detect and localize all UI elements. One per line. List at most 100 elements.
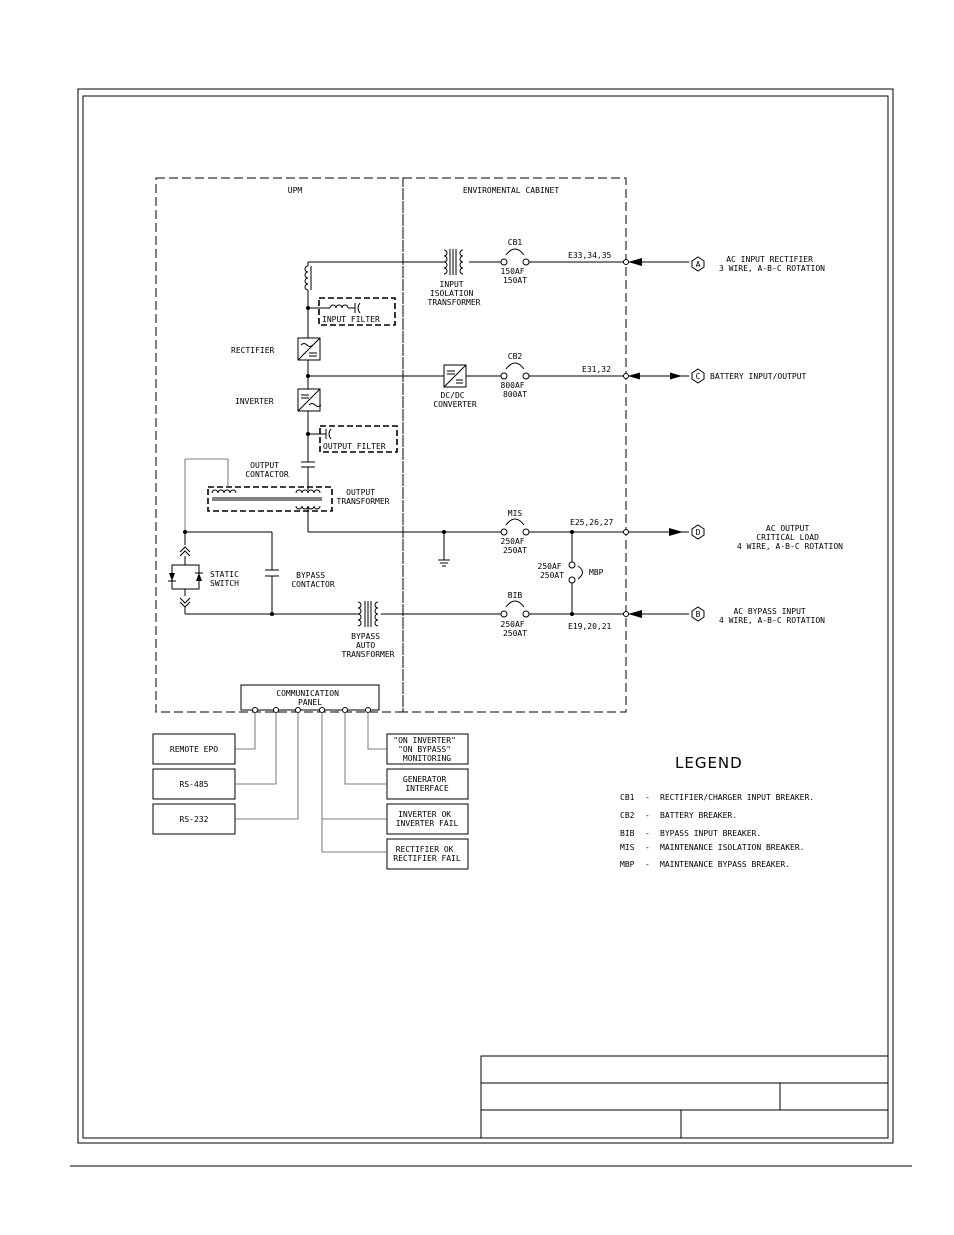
legend-desc: BYPASS INPUT BREAKER.: [660, 829, 761, 838]
input-inductor-icon: [304, 262, 312, 338]
legend-sep: -: [645, 829, 650, 838]
input-filter-label: INPUT FILTER: [322, 315, 380, 324]
rs-485-label: RS-485: [180, 780, 209, 789]
monitoring-box: [386, 733, 469, 765]
legend-sep: -: [645, 860, 650, 869]
rectifier-icon: [297, 337, 321, 361]
connection-d-id: D: [696, 528, 701, 537]
legend-sep: -: [645, 793, 650, 802]
connection-c-text: BATTERY INPUT/OUTPUT: [710, 372, 807, 381]
env-cabinet-label: ENVIROMENTAL CABINET: [463, 186, 560, 195]
connection-d-hex: [691, 524, 705, 540]
communication-panel: [240, 684, 380, 711]
monitoring-label: "ON INVERTER" "ON BYPASS" MONITORING: [393, 736, 460, 763]
mis-breaker-icon: [500, 518, 530, 536]
mbp-rating: 250AF 250AT: [538, 562, 567, 580]
connection-a-text: AC INPUT RECTIFIER 3 WIRE, A-B-C ROTATIO…: [719, 255, 825, 273]
output-filter-icon: [306, 425, 398, 453]
bypass-auto-transformer-label: BYPASS AUTO TRANSFORMER: [342, 632, 395, 659]
input-isolation-transformer-label: INPUT ISOLATION TRANSFORMER: [428, 280, 481, 307]
cb1-breaker-icon: [500, 248, 530, 266]
cb1-rating: 150AF 150AT: [501, 267, 530, 285]
legend-title: LEGEND: [675, 754, 743, 772]
connection-d-text: AC OUTPUT CRITICAL LOAD 4 WIRE, A-B-C RO…: [737, 524, 843, 551]
legend-list: CB1 - RECTIFIER/CHARGER INPUT BREAKER. C…: [620, 793, 814, 869]
legend-abbr: BIB: [620, 829, 635, 838]
connection-a-id: A: [696, 260, 701, 269]
outer-border: [77, 88, 894, 1144]
inverter-label: INVERTER: [235, 397, 274, 406]
ac-output-line: [183, 530, 689, 570]
connection-b-hex: [691, 606, 705, 622]
output-contactor-icon: [301, 461, 315, 490]
left-interface-wiring: [235, 712, 299, 820]
legend-sep: -: [645, 811, 650, 820]
dcdc-converter-icon: [443, 364, 467, 388]
connection-a-hex: [691, 256, 705, 272]
connection-c-id: C: [696, 372, 701, 381]
bypass-line: [185, 612, 689, 616]
cb2-breaker-icon: [500, 362, 530, 380]
connection-b-id: B: [696, 610, 701, 619]
remote-epo-label: REMOTE EPO: [170, 745, 218, 754]
input-arrow-a: [628, 258, 642, 266]
terminal-label-e25: E25,26,27: [570, 518, 614, 527]
mbp-name: MBP: [589, 568, 604, 577]
mbp-breaker-icon: [568, 532, 583, 614]
rs-485-box: [152, 768, 236, 800]
right-interface-wiring: [321, 712, 387, 853]
upm-label: UPM: [288, 186, 303, 195]
battery-line: [306, 374, 689, 378]
bib-breaker-icon: [500, 600, 530, 618]
bypass-contactor-icon: [265, 569, 279, 616]
bib-rating: 250AF 250AT: [501, 620, 530, 638]
terminal-e31: [623, 373, 629, 379]
terminal-e19: [623, 611, 629, 617]
terminal-label-e33: E33,34,35: [568, 251, 612, 260]
output-contactor-label: OUTPUT CONTACTOR: [245, 461, 289, 479]
bypass-auto-transformer-icon: [357, 601, 379, 627]
dcdc-converter-label: DC/DC CONVERTER: [433, 391, 477, 409]
legend-sep: -: [645, 843, 650, 852]
output-arrow-d: [669, 528, 683, 536]
static-switch-icon: [168, 532, 203, 614]
legend-desc: MAINTENANCE BYPASS BREAKER.: [660, 860, 790, 869]
title-block: [480, 1055, 889, 1139]
static-switch-label: STATIC SWITCH: [210, 570, 244, 588]
legend-desc: RECTIFIER/CHARGER INPUT BREAKER.: [660, 793, 814, 802]
terminal-e33: [623, 259, 629, 265]
output-transformer-icon: [207, 486, 333, 532]
cb2-name: CB2: [508, 352, 523, 361]
mis-rating: 250AF 250AT: [501, 537, 530, 555]
legend-abbr: MIS: [620, 843, 635, 852]
upm-cabinet-outline: [155, 177, 404, 713]
bib-name: BIB: [508, 591, 523, 600]
rectifier-status-label: RECTIFIER OK RECTIFIER FAIL: [393, 845, 461, 863]
env-cabinet-outline: [402, 177, 627, 713]
connection-c-hex: [691, 368, 705, 384]
input-filter-icon: [306, 297, 396, 326]
battery-arrow-out: [670, 372, 682, 380]
remote-epo-box: [152, 733, 236, 765]
terminal-e25: [623, 529, 629, 535]
bypass-contactor-label: BYPASS CONTACTOR: [291, 571, 335, 589]
rectifier-status-box: [386, 838, 469, 870]
generator-interface-label: GENERATOR INTERFACE: [403, 775, 451, 793]
mis-name: MIS: [508, 509, 523, 518]
legend-abbr: CB2: [620, 811, 635, 820]
rs-232-label: RS-232: [180, 815, 209, 824]
battery-arrow-in: [628, 372, 640, 380]
inverter-icon: [297, 388, 322, 412]
input-isolation-transformer-icon: [443, 249, 464, 275]
cb2-rating: 800AF 800AT: [501, 381, 530, 399]
communication-panel-label: COMMUNICATION PANEL: [276, 689, 343, 707]
output-filter-label: OUTPUT FILTER: [323, 442, 386, 451]
legend-abbr: MBP: [620, 860, 635, 869]
input-arrow-b: [628, 610, 642, 618]
legend-desc: MAINTENANCE ISOLATION BREAKER.: [660, 843, 805, 852]
terminal-label-e19: E19,20,21: [568, 622, 612, 631]
connection-b-text: AC BYPASS INPUT 4 WIRE, A-B-C ROTATION: [719, 607, 825, 625]
cb1-name: CB1: [508, 238, 523, 247]
legend-desc: BATTERY BREAKER.: [660, 811, 737, 820]
